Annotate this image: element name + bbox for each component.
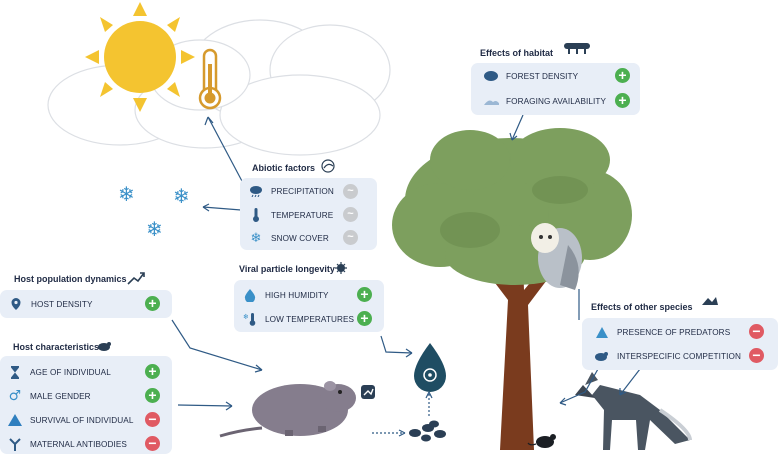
hourglass-icon bbox=[7, 365, 23, 379]
host-item-survival: SURVIVAL OF INDIVIDUAL bbox=[7, 413, 134, 427]
animals-small-icon bbox=[702, 297, 718, 305]
population-panel: HOST DENSITY + bbox=[0, 290, 172, 318]
habitat-panel: FOREST DENSITY + FORAGING AVAILABILITY + bbox=[471, 63, 640, 115]
species-panel: PRESENCE OF PREDATORS − INTERSPECIFIC CO… bbox=[582, 318, 778, 370]
fox-illustration bbox=[575, 372, 692, 450]
transmission-icon bbox=[361, 385, 375, 399]
cold-thermometer-icon: ❄ bbox=[242, 312, 258, 326]
population-title: Host population dynamics bbox=[14, 274, 127, 284]
forest-icon bbox=[483, 69, 499, 83]
effect-neutral-icon: ~ bbox=[343, 207, 358, 222]
species-title: Effects of other species bbox=[591, 302, 693, 312]
biohazard-drop-icon bbox=[414, 343, 446, 392]
snowflake-icon: ❄ bbox=[250, 230, 262, 245]
effect-negative-icon: − bbox=[145, 412, 160, 427]
effect-positive-icon: + bbox=[145, 388, 160, 403]
svg-text:❄: ❄ bbox=[173, 184, 190, 208]
population-item-host-density: HOST DENSITY bbox=[8, 297, 93, 311]
thermometer-illustration bbox=[198, 48, 222, 110]
viral-item-low-temperatures: ❄ LOW TEMPERATURES bbox=[242, 312, 354, 326]
forest-small-illustration bbox=[564, 43, 590, 54]
effect-positive-icon: + bbox=[615, 93, 630, 108]
snowflakes-illustration: ❄ ❄ ❄ bbox=[118, 182, 190, 241]
effect-positive-icon: + bbox=[357, 311, 372, 326]
habitat-item-forest-density: FOREST DENSITY bbox=[483, 69, 578, 83]
arrows bbox=[171, 114, 641, 437]
droppings-illustration bbox=[409, 420, 446, 442]
cloud-illustration bbox=[47, 19, 391, 156]
virus-icon bbox=[335, 262, 347, 274]
effect-negative-icon: − bbox=[145, 436, 160, 451]
species-item-competition: INTERSPECIFIC COMPETITION bbox=[594, 349, 741, 363]
effect-positive-icon: + bbox=[145, 296, 160, 311]
species-item-predators: PRESENCE OF PREDATORS bbox=[594, 325, 730, 339]
viral-item-high-humidity: HIGH HUMIDITY bbox=[242, 288, 329, 302]
effect-positive-icon: + bbox=[145, 364, 160, 379]
effect-negative-icon: − bbox=[749, 348, 764, 363]
host-item-maternal-antibodies: MATERNAL ANTIBODIES bbox=[7, 437, 127, 451]
grass-icon bbox=[483, 94, 499, 108]
abiotic-item-snow-cover: ❄ SNOW COVER bbox=[248, 230, 329, 245]
mouse-small-icon bbox=[98, 342, 111, 351]
antibody-icon bbox=[7, 437, 23, 451]
svg-text:❄: ❄ bbox=[118, 182, 135, 206]
effect-positive-icon: + bbox=[615, 68, 630, 83]
viral-title: Viral particle longevity bbox=[239, 264, 335, 274]
habitat-title: Effects of habitat bbox=[480, 48, 554, 58]
abiotic-title: Abiotic factors bbox=[252, 163, 316, 173]
predator-icon bbox=[594, 325, 610, 339]
host-panel: AGE OF INDIVIDUAL + ♂ MALE GENDER + SURV… bbox=[0, 356, 172, 454]
abiotic-panel: PRECIPITATION ~ TEMPERATURE ~ ❄ SNOW COV… bbox=[240, 178, 377, 250]
tree-illustration bbox=[392, 128, 632, 450]
abiotic-item-precipitation: PRECIPITATION bbox=[248, 184, 334, 198]
male-symbol-icon: ♂ bbox=[8, 388, 22, 404]
small-rodent-illustration bbox=[527, 434, 556, 448]
abiotic-title-icon bbox=[321, 159, 335, 173]
thermometer-icon bbox=[248, 208, 264, 222]
host-item-age: AGE OF INDIVIDUAL bbox=[7, 365, 111, 379]
effect-negative-icon: − bbox=[749, 324, 764, 339]
svg-text:❄: ❄ bbox=[146, 217, 163, 241]
effect-positive-icon: + bbox=[357, 287, 372, 302]
svg-text:❄: ❄ bbox=[243, 313, 249, 321]
host-item-male-gender: ♂ MALE GENDER bbox=[8, 388, 91, 404]
abiotic-item-temperature: TEMPERATURE bbox=[248, 208, 333, 222]
effect-neutral-icon: ~ bbox=[343, 230, 358, 245]
sun-illustration bbox=[85, 2, 195, 112]
habitat-item-foraging: FORAGING AVAILABILITY bbox=[483, 94, 606, 108]
warning-triangle-icon bbox=[7, 413, 23, 427]
humidity-icon bbox=[242, 288, 258, 302]
viral-panel: HIGH HUMIDITY + ❄ LOW TEMPERATURES + bbox=[234, 280, 384, 332]
rain-cloud-icon bbox=[248, 184, 264, 198]
vole-illustration bbox=[219, 381, 356, 438]
owl-illustration bbox=[531, 223, 582, 290]
trend-chart-icon bbox=[127, 272, 145, 285]
host-title: Host characteristics bbox=[13, 342, 100, 352]
location-pin-icon bbox=[8, 297, 24, 311]
rodent-icon bbox=[594, 349, 610, 363]
effect-neutral-icon: ~ bbox=[343, 184, 358, 199]
